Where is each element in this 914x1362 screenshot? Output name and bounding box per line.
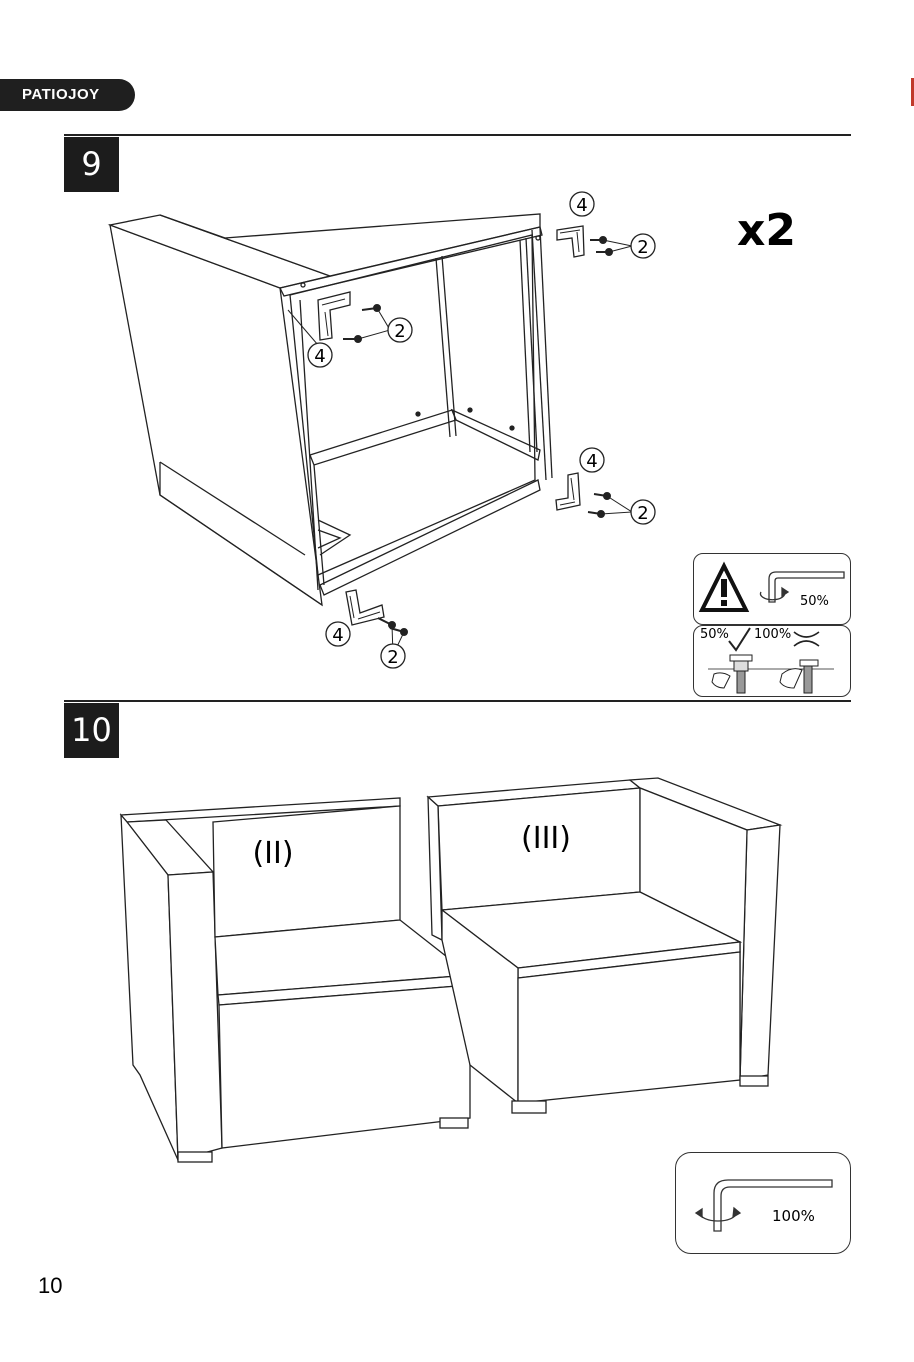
chair-label-right: (III) [521, 821, 571, 856]
torque-100-label: 100% [772, 1207, 815, 1225]
page-number: 10 [38, 1273, 62, 1299]
chair-label-left: (II) [252, 836, 293, 871]
final-torque-box: 100% [675, 1152, 851, 1254]
